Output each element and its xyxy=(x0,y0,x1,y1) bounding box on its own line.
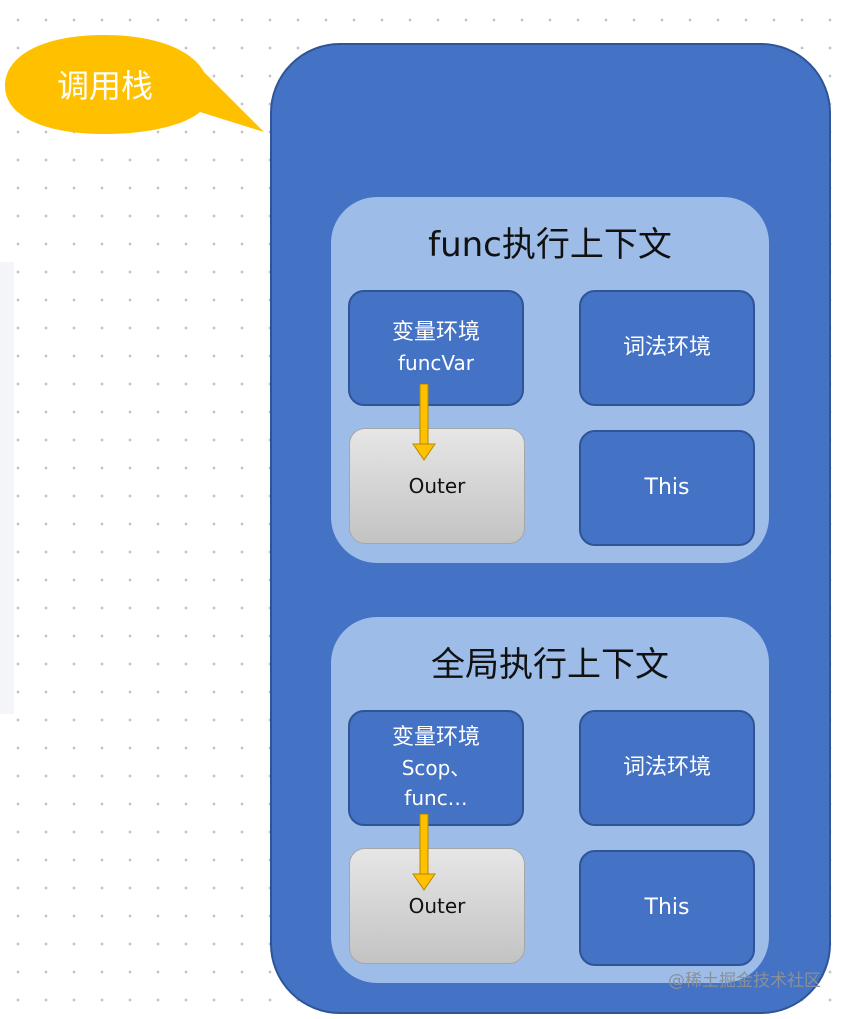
call-stack-callout xyxy=(5,35,264,134)
global-outer: Outer xyxy=(349,848,525,964)
background-panel xyxy=(0,262,14,714)
func-outer: Outer xyxy=(349,428,525,544)
global-outer-arrow-icon xyxy=(412,814,436,891)
func-outer-label: Outer xyxy=(408,474,466,498)
func-variable-environment-detail: funcVar xyxy=(398,351,474,375)
global-lexical-environment-label: 词法环境 xyxy=(622,755,711,780)
global-variable-environment-detail-2: func… xyxy=(404,786,468,810)
global-this-label: This xyxy=(644,895,690,920)
func-variable-environment-label: 变量环境 xyxy=(391,320,480,345)
global-variable-environment-label: 变量环境 xyxy=(391,725,480,750)
global-context-title: 全局执行上下文 xyxy=(431,645,669,685)
watermark: @稀土掘金技术社区 xyxy=(668,971,821,991)
global-outer-label: Outer xyxy=(408,894,466,918)
call-stack-label: 调用栈 xyxy=(56,67,153,105)
func-lexical-environment-label: 词法环境 xyxy=(622,335,711,360)
global-variable-environment: 变量环境 Scop、 func… xyxy=(348,710,524,826)
func-lexical-environment: 词法环境 xyxy=(579,290,755,406)
func-context-title: func执行上下文 xyxy=(428,225,672,265)
func-variable-environment: 变量环境 funcVar xyxy=(348,290,524,406)
callout-bubble xyxy=(5,35,264,134)
global-this: This xyxy=(579,850,755,966)
global-lexical-environment: 词法环境 xyxy=(579,710,755,826)
func-this-label: This xyxy=(644,475,690,500)
func-outer-arrow-icon xyxy=(412,384,436,461)
global-variable-environment-detail-1: Scop、 xyxy=(401,756,471,780)
func-this: This xyxy=(579,430,755,546)
